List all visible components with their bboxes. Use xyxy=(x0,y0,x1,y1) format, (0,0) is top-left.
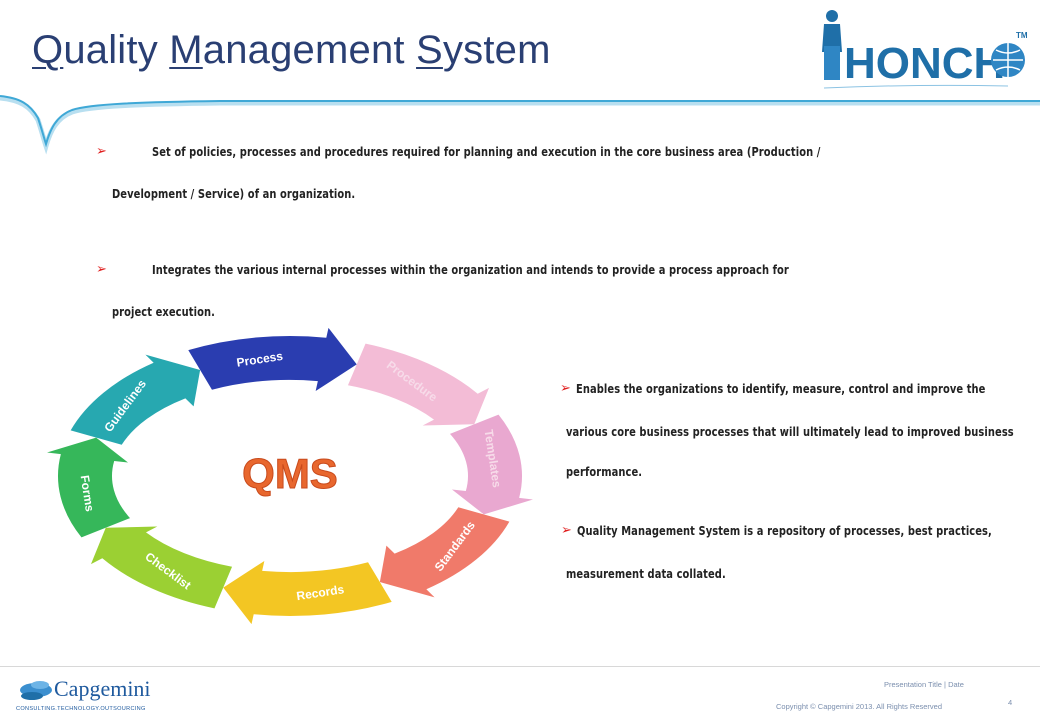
cycle-segment-guidelines xyxy=(70,354,201,445)
presentation-title-date: Presentation Title | Date xyxy=(884,680,964,689)
bullet-2-line-1: Integrates the various internal processe… xyxy=(152,262,789,277)
bullet-arrow-icon: ➢ xyxy=(96,262,107,277)
logo-trademark: TM xyxy=(1016,31,1028,40)
header-curve-decoration xyxy=(0,95,1040,155)
page-number: 4 xyxy=(1008,698,1013,707)
bullet-arrow-icon: ➢ xyxy=(560,381,571,396)
footer-divider xyxy=(0,666,1040,667)
bullet-1-line-1: Set of policies, processes and procedure… xyxy=(152,144,821,159)
bullet-3-line-1: Enables the organizations to identify, m… xyxy=(576,381,986,396)
honcho-logo: HONCH TM xyxy=(822,10,1028,89)
bullet-3-line-2: various core business processes that wil… xyxy=(566,424,1014,439)
cycle-label-forms: Forms xyxy=(78,474,97,513)
capgemini-tagline: CONSULTING.TECHNOLOGY.OUTSOURCING xyxy=(16,706,146,712)
cycle-segment-forms xyxy=(47,437,131,538)
cycle-segment-templates xyxy=(449,414,533,515)
cycle-segment-procedure xyxy=(347,343,490,426)
capgemini-logo: Capgemini CONSULTING.TECHNOLOGY.OUTSOURC… xyxy=(16,676,151,712)
cycle-segment-records xyxy=(223,560,392,625)
bullet-4-line-1: Quality Management System is a repositor… xyxy=(577,523,992,538)
cycle-segment-standards xyxy=(379,507,510,598)
bullet-arrow-icon: ➢ xyxy=(561,523,572,538)
cycle-segment-checklist xyxy=(90,526,233,609)
cycle-segment-process xyxy=(188,327,357,392)
capgemini-name: Capgemini xyxy=(54,676,151,701)
bullet-1-line-2: Development / Service) of an organizatio… xyxy=(112,186,356,201)
logo-text: HONCH xyxy=(844,39,1005,88)
copyright-text: Copyright © Capgemini 2013. All Rights R… xyxy=(776,702,943,711)
bullet-3-line-3: performance. xyxy=(566,464,643,479)
cycle-label-process: Process xyxy=(236,349,285,370)
bullet-4-line-2: measurement data collated. xyxy=(566,566,726,581)
qms-center-label: QMS xyxy=(242,450,338,497)
page-title: Quality Management System xyxy=(32,28,551,72)
bullet-arrow-icon: ➢ xyxy=(96,144,107,159)
bullet-2-line-2: project execution. xyxy=(112,304,215,319)
